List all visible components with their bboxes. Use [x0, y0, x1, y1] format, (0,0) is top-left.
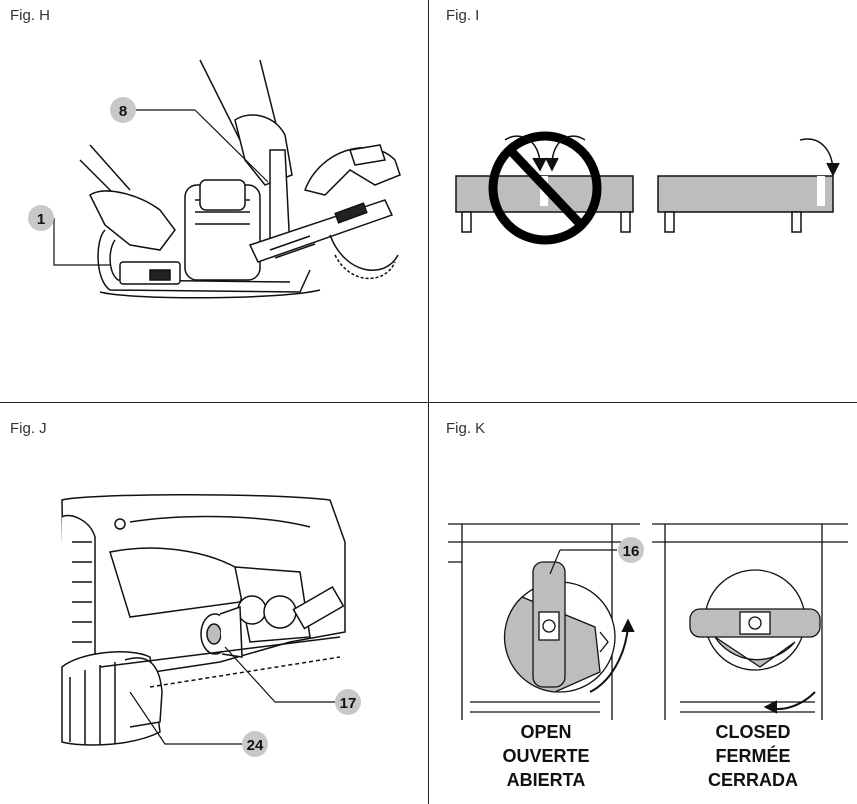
fig-h-label: Fig. H — [10, 7, 51, 24]
fig-j-illustration: 17 24 — [61, 493, 361, 757]
fig-i-label: Fig. I — [446, 7, 480, 24]
callout-8: 8 — [110, 97, 269, 183]
horizontal-divider — [0, 402, 857, 403]
fig-h-illustration: 8 1 — [28, 59, 401, 299]
callout-24: 24 — [129, 691, 268, 757]
callout-16: 16 — [549, 537, 644, 575]
callout-1-label: 1 — [37, 211, 45, 228]
caption-open-es: ABIERTA — [506, 770, 586, 790]
prohibition-icon — [488, 131, 602, 245]
fig-h-saw-drawing — [79, 59, 401, 299]
caption-closed-fr: FERMÉE — [715, 746, 791, 766]
caption-closed-es: CERRADA — [708, 770, 798, 790]
callout-16-label: 16 — [623, 543, 640, 560]
fig-i-illustration — [455, 131, 840, 245]
callout-1: 1 — [28, 205, 110, 266]
callout-8-label: 8 — [119, 103, 127, 120]
fig-k-illustration: 16 — [448, 523, 848, 720]
caption-open: OPEN OUVERTE ABIERTA — [486, 720, 606, 792]
callout-24-label: 24 — [247, 737, 264, 754]
callout-17: 17 — [224, 646, 361, 715]
caption-closed: CLOSED FERMÉE CERRADA — [693, 720, 813, 792]
fig-j-label: Fig. J — [10, 420, 47, 437]
caption-open-fr: OUVERTE — [502, 746, 590, 766]
caption-open-en: OPEN — [520, 722, 572, 742]
correct-board — [657, 175, 834, 213]
caption-closed-en: CLOSED — [715, 722, 791, 742]
callout-17-label: 17 — [340, 695, 357, 712]
fig-k-label: Fig. K — [446, 420, 486, 437]
